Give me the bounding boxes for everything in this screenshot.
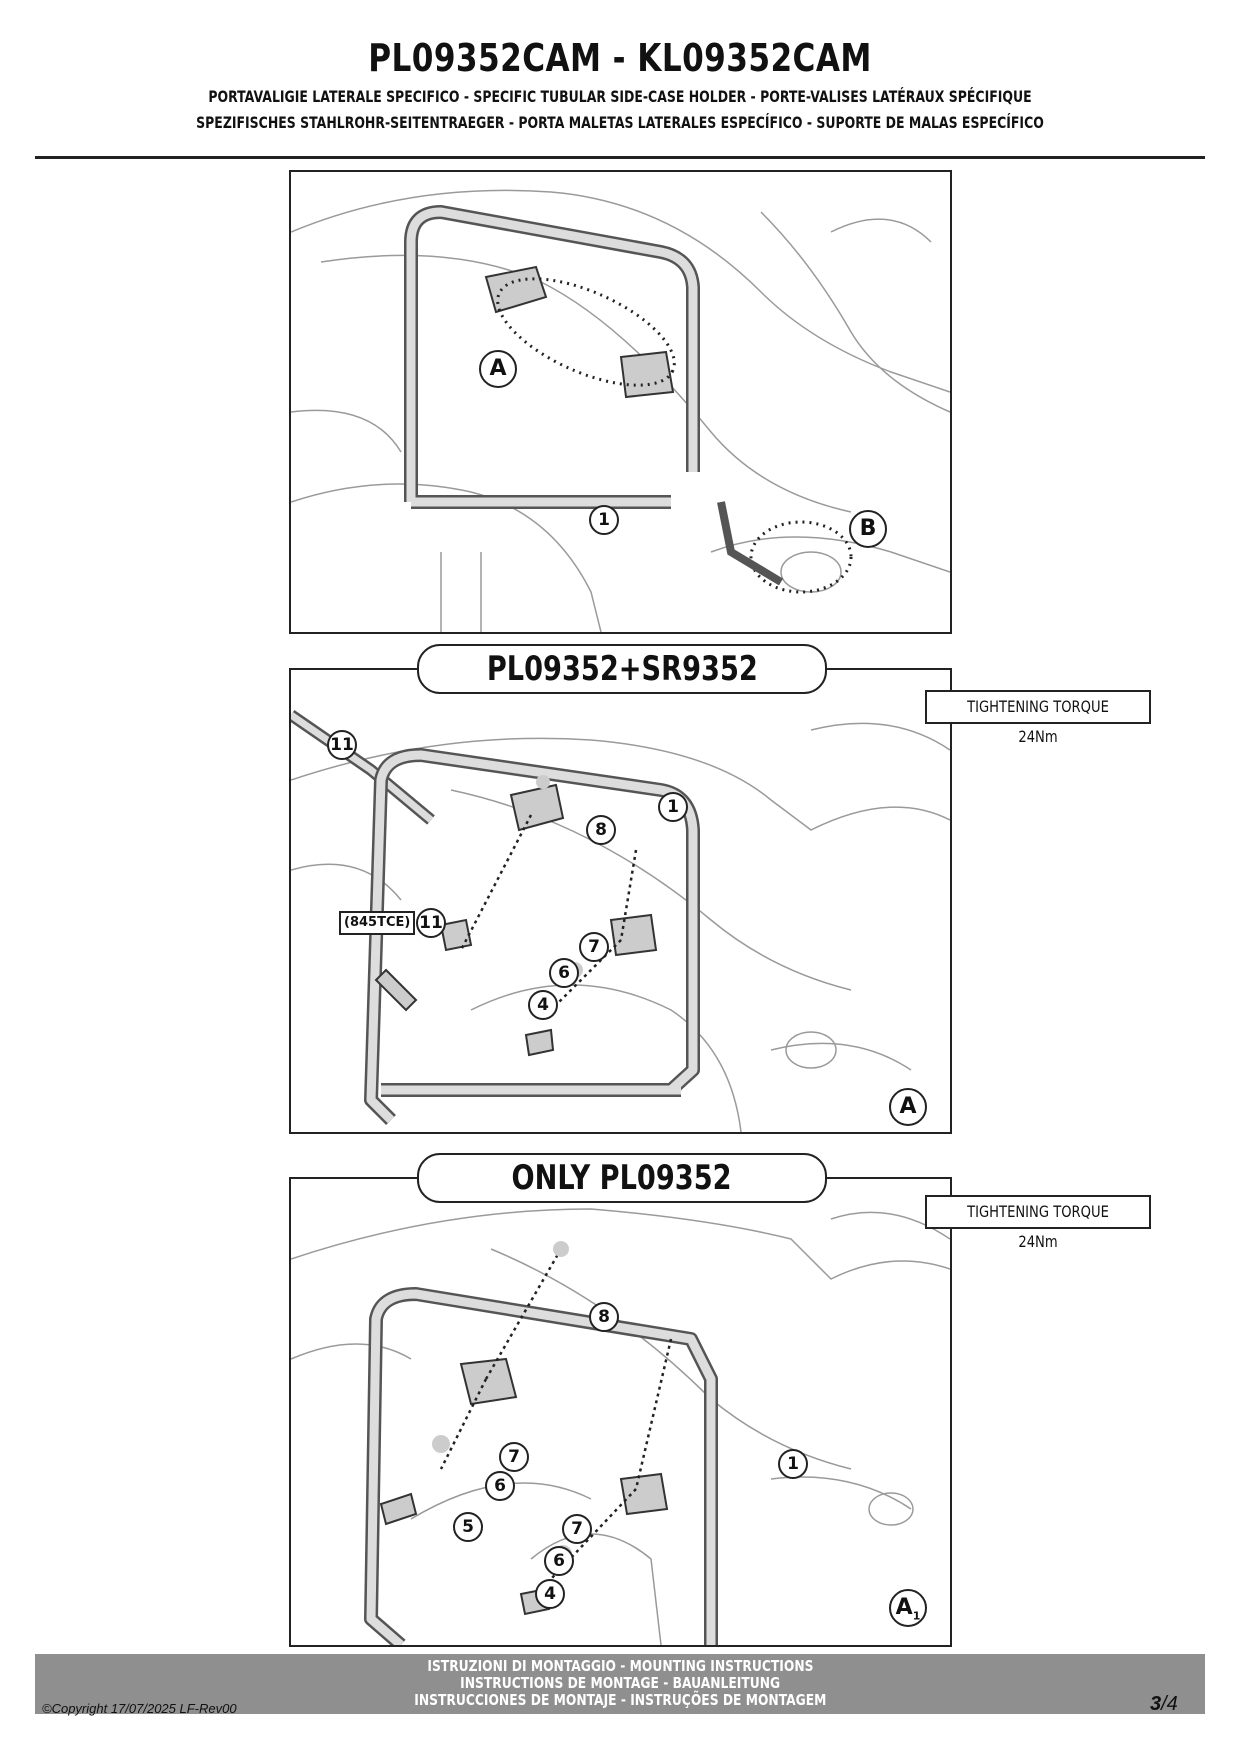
callout-B: B bbox=[849, 510, 887, 548]
callout-6-lower: 6 bbox=[544, 1546, 574, 1576]
tightening-torque-label: TIGHTENING TORQUE 24Nm bbox=[925, 690, 1151, 746]
callout-4: 4 bbox=[535, 1579, 565, 1609]
part-code-label: (845TCE) bbox=[339, 911, 416, 935]
footer-line-2: INSTRUCTIONS DE MONTAGE - BAUANLEITUNG bbox=[459, 1674, 780, 1692]
callout-11-bolt: 11 bbox=[416, 908, 446, 938]
illustration-panel-overview: A 1 B bbox=[289, 170, 952, 634]
document-title: PL09352CAM - KL09352CAM bbox=[368, 36, 872, 80]
callout-6-upper: 6 bbox=[485, 1471, 515, 1501]
motorcycle-overview-drawing bbox=[291, 189, 950, 632]
callout-5: 5 bbox=[453, 1512, 483, 1542]
config-title-only-pl09352: ONLY PL09352 bbox=[417, 1153, 827, 1203]
header-divider bbox=[35, 156, 1205, 159]
footer-line-3: INSTRUCCIONES DE MONTAJE - INSTRUÇÕES DE… bbox=[413, 1691, 827, 1709]
subtitle-line-1: PORTAVALIGIE LATERALE SPECIFICO - SPECIF… bbox=[208, 87, 1032, 106]
tightening-torque-label: TIGHTENING TORQUE 24Nm bbox=[925, 1195, 1151, 1251]
callout-8: 8 bbox=[586, 815, 616, 845]
callout-7-lower: 7 bbox=[562, 1514, 592, 1544]
callout-8: 8 bbox=[589, 1302, 619, 1332]
callout-7: 7 bbox=[579, 932, 609, 962]
footer-bar bbox=[35, 1654, 1205, 1714]
callout-7-upper: 7 bbox=[499, 1442, 529, 1472]
callout-4: 4 bbox=[528, 990, 558, 1020]
footer-line-1: ISTRUZIONI DI MONTAGGIO - MOUNTING INSTR… bbox=[426, 1657, 814, 1675]
callout-1: 1 bbox=[658, 792, 688, 822]
page-number: 3/4 bbox=[1150, 1693, 1178, 1715]
mounting-drawing-with-sr9352 bbox=[291, 710, 950, 1132]
subtitle-line-2: SPEZIFISCHES STAHLROHR-SEITENTRAEGER - P… bbox=[196, 113, 1044, 132]
callout-A: A bbox=[889, 1088, 927, 1126]
callout-11-top: 11 bbox=[327, 730, 357, 760]
callout-A1: A1 bbox=[889, 1589, 927, 1627]
callout-6: 6 bbox=[549, 958, 579, 988]
callout-A: A bbox=[479, 350, 517, 388]
config-title-pl09352-sr9352: PL09352+SR9352 bbox=[417, 644, 827, 694]
callout-1: 1 bbox=[778, 1449, 808, 1479]
illustration-panel-only-pl09352: 8 1 7 6 5 7 6 4 A1 bbox=[289, 1177, 952, 1647]
copyright-notice: ©Copyright 17/07/2025 LF-Rev00 bbox=[42, 1701, 237, 1716]
illustration-panel-with-sr9352: 11 1 8 (845TCE) 11 7 6 4 A bbox=[289, 668, 952, 1134]
callout-1: 1 bbox=[589, 505, 619, 535]
mounting-drawing-only-pl09352 bbox=[291, 1208, 950, 1645]
